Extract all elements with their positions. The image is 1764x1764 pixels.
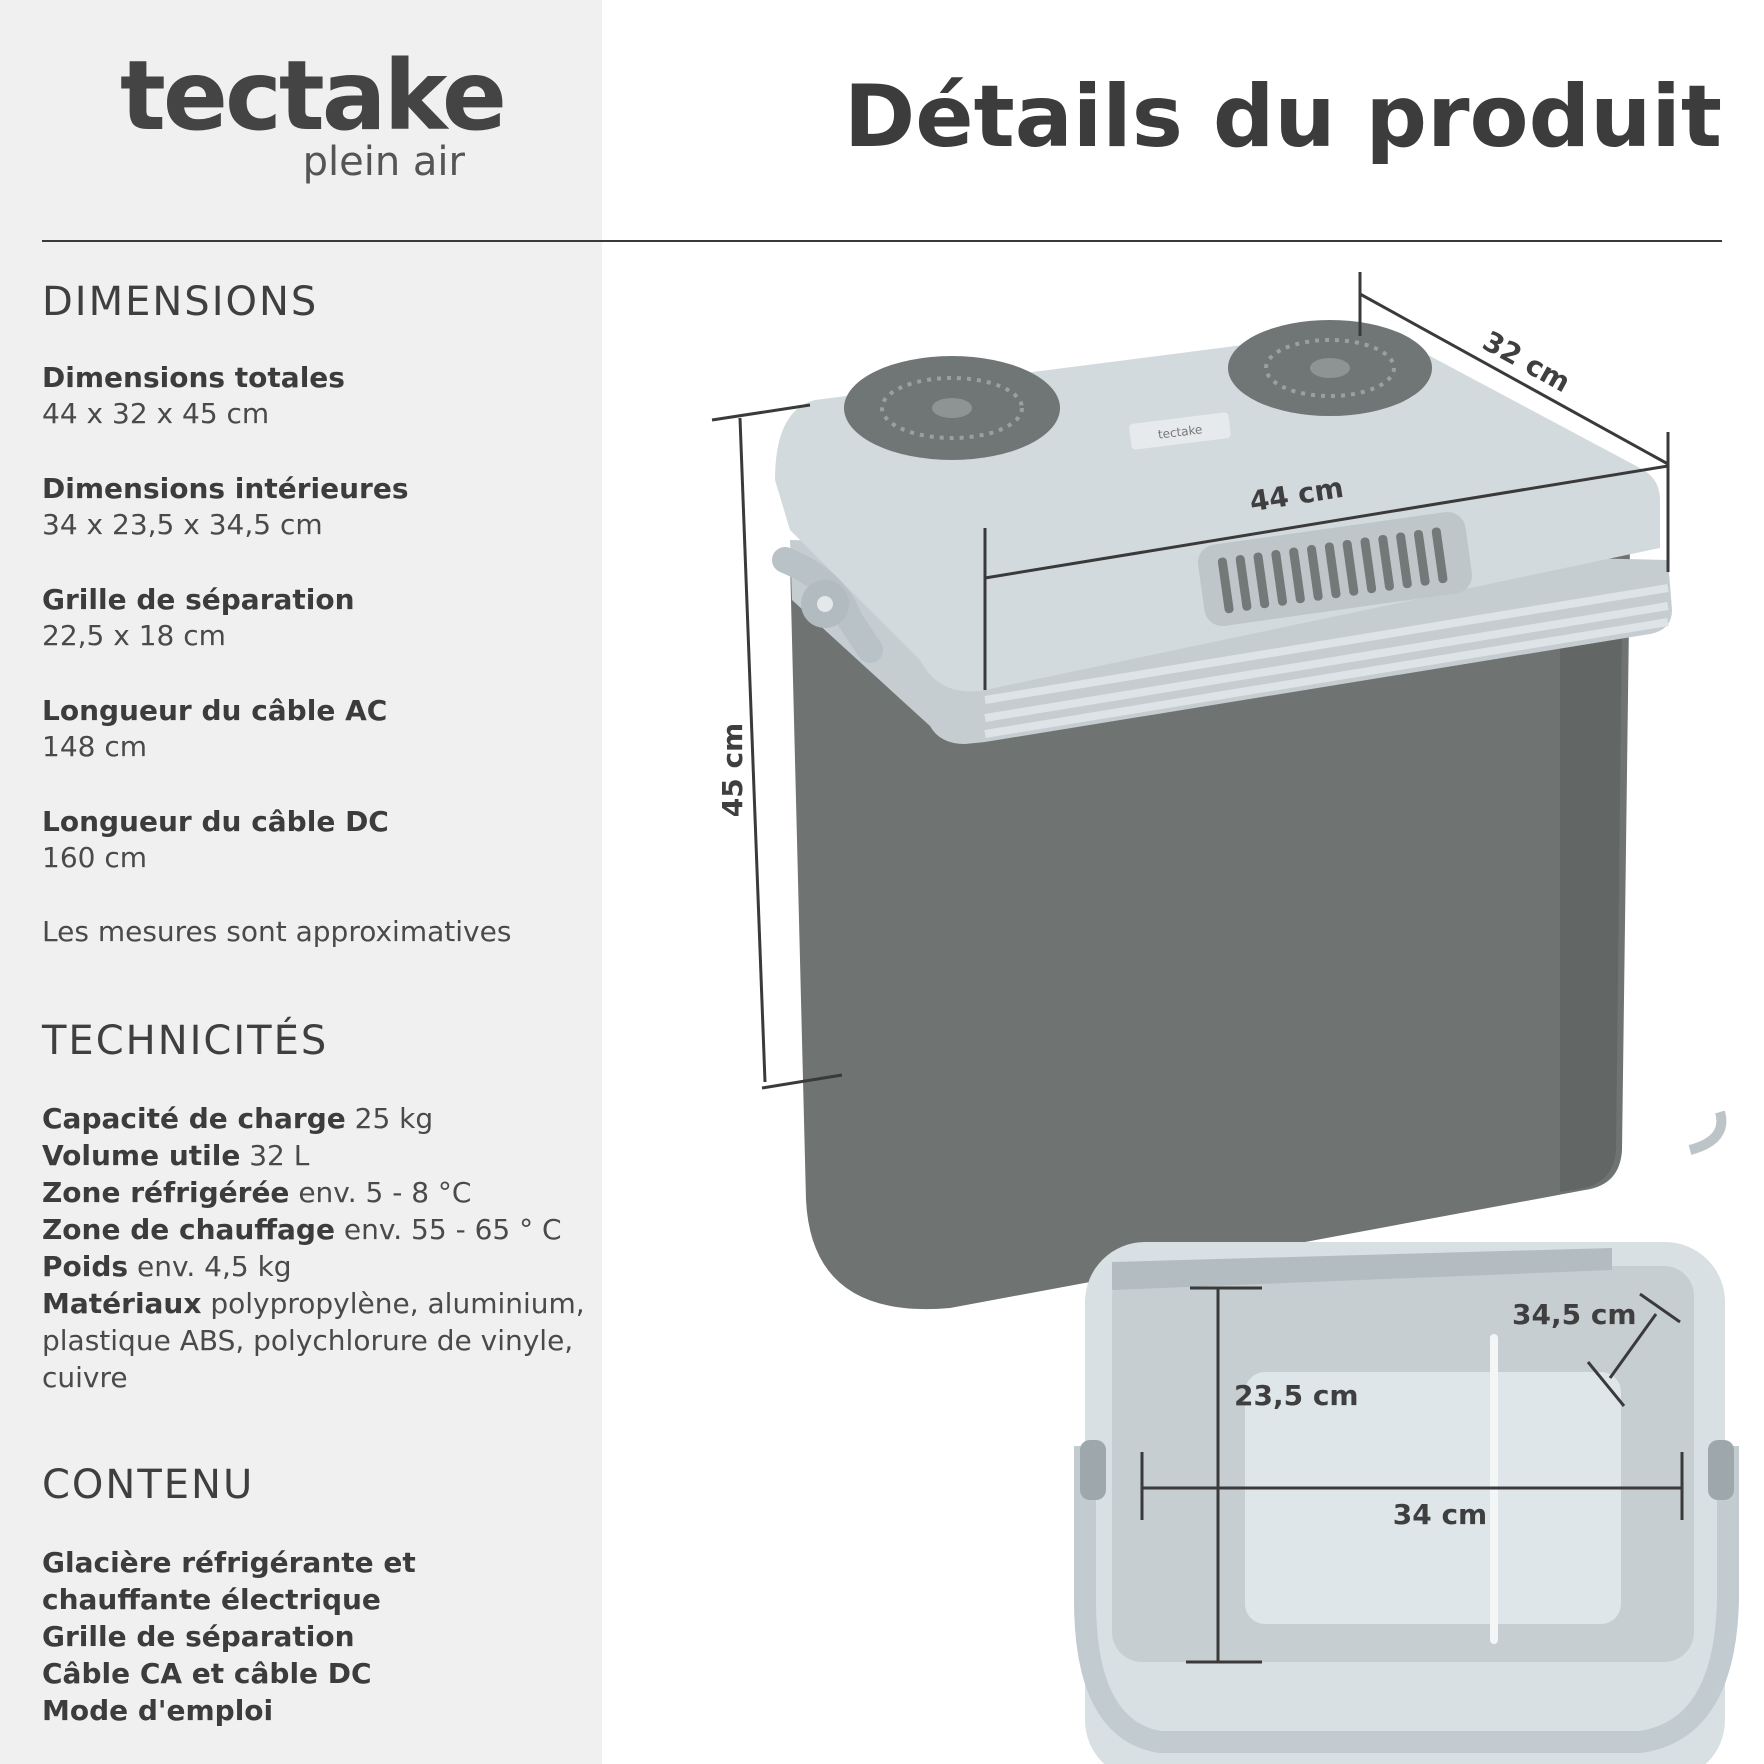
spec-label: Longueur du câble AC (42, 694, 388, 727)
spec-item: Longueur du câble AC 148 cm (42, 693, 582, 765)
tech-row: Zone réfrigérée env. 5 - 8 °C (42, 1174, 597, 1211)
tech-row: Poids env. 4,5 kg (42, 1248, 597, 1285)
fan-left-hub (932, 398, 972, 418)
outer-dimension-lines (711, 272, 1670, 1090)
lid-logo-text: tectake (1157, 422, 1203, 441)
header-divider (42, 240, 1722, 242)
section-heading-technical: TECHNICITÉS (42, 1018, 329, 1064)
brand-logo: tectake plein air (120, 40, 507, 185)
page-title: Détails du produit (843, 67, 1722, 167)
spec-item: Dimensions totales 44 x 32 x 45 cm (42, 360, 582, 432)
spec-item: Dimensions intérieures 34 x 23,5 x 34,5 … (42, 471, 582, 543)
tech-row: Matériaux polypropylène, aluminium, plas… (42, 1285, 597, 1396)
lid-logo-badge (1129, 412, 1231, 450)
tech-label: Capacité de charge (42, 1102, 346, 1135)
technical-list: Capacité de charge 25 kg Volume utile 32… (42, 1100, 597, 1396)
tech-label: Zone réfrigérée (42, 1176, 290, 1209)
tech-label: Zone de chauffage (42, 1213, 335, 1246)
product-illustration: tectake 45 cm 44 cm 32 cm 23,5 cm 34 cm … (711, 272, 1739, 1764)
tech-label: Volume utile (42, 1139, 241, 1172)
fan-right-grille (1264, 338, 1396, 398)
spec-value: 148 cm (42, 730, 148, 763)
handle-pivot-left (1080, 1440, 1106, 1500)
depth-label: 32 cm (1477, 324, 1576, 399)
tech-value: env. 5 - 8 °C (298, 1176, 472, 1209)
handle-pivot-cap (817, 596, 833, 612)
tech-label: Poids (42, 1250, 129, 1283)
lid-rim-line (984, 618, 1669, 738)
brand-tagline: plein air (302, 139, 465, 185)
inner-depth-label: 23,5 cm (1234, 1379, 1359, 1412)
fan-right-hub (1310, 358, 1350, 378)
section-heading-contents: CONTENU (42, 1462, 255, 1508)
handle-pivot-right (1708, 1440, 1734, 1500)
tech-row: Volume utile 32 L (42, 1137, 597, 1174)
open-lid (1688, 1110, 1727, 1155)
spec-item: Longueur du câble DC 160 cm (42, 804, 582, 876)
contents-item: Glacière réfrigérante et chauffante élec… (42, 1546, 416, 1616)
tech-value: 25 kg (354, 1102, 434, 1135)
inner-dimension-lines (1140, 1286, 1684, 1664)
spec-value: 22,5 x 18 cm (42, 619, 226, 652)
tech-value: polypropylène, aluminium, plastique ABS,… (42, 1287, 585, 1394)
tech-value: 32 L (249, 1139, 310, 1172)
spec-value: 44 x 32 x 45 cm (42, 397, 270, 430)
lid-rim-line (984, 584, 1669, 704)
open-cooler-handle (1074, 1446, 1739, 1753)
tech-row: Capacité de charge 25 kg (42, 1100, 597, 1137)
lid-rim-line (984, 602, 1669, 722)
inner-height-label: 34,5 cm (1512, 1298, 1637, 1331)
left-panel (0, 0, 602, 1764)
section-heading-dimensions: DIMENSIONS (42, 279, 319, 325)
measurement-note: Les mesures sont approximatives (42, 915, 512, 948)
tech-label: Matériaux (42, 1287, 202, 1320)
tech-row: Zone de chauffage env. 55 - 65 ° C (42, 1211, 597, 1248)
spec-value: 160 cm (42, 841, 148, 874)
interior-panel (1245, 1372, 1621, 1624)
spec-label: Dimensions intérieures (42, 472, 409, 505)
spec-label: Dimensions totales (42, 361, 345, 394)
contents-list: Glacière réfrigérante et chauffante élec… (42, 1544, 582, 1729)
vent-grille (1217, 527, 1448, 614)
brand-name: tectake (120, 40, 507, 152)
open-cooler-hinge (1112, 1248, 1612, 1290)
contents-item: Grille de séparation (42, 1620, 355, 1653)
tech-value: env. 4,5 kg (136, 1250, 292, 1283)
contents-item: Câble CA et câble DC (42, 1657, 372, 1690)
contents-item: Mode d'emploi (42, 1694, 274, 1727)
spec-label: Longueur du câble DC (42, 805, 389, 838)
spec-value: 34 x 23,5 x 34,5 cm (42, 508, 323, 541)
tech-value: env. 55 - 65 ° C (343, 1213, 562, 1246)
inner-width-label: 34 cm (1393, 1498, 1488, 1531)
spec-label: Grille de séparation (42, 583, 355, 616)
fan-left-grille (880, 376, 1024, 440)
spec-item: Grille de séparation 22,5 x 18 cm (42, 582, 582, 654)
height-label: 45 cm (716, 723, 749, 818)
cooler-body-shade (1560, 580, 1622, 1192)
